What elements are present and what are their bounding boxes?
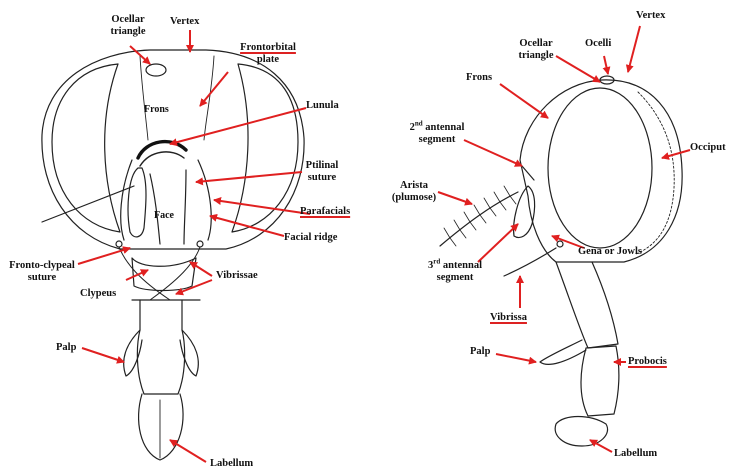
label-side-vibrissa: Vibrissa [490, 312, 527, 324]
arrow-side-ocelli [604, 56, 608, 74]
label-side-3rd-antennal-segment: 3rd antennal segment [420, 260, 490, 284]
arrow-front-labellum [170, 440, 206, 462]
front-lunula [138, 142, 186, 158]
front-clypeus [132, 258, 196, 291]
label-front-labellum: Labellum [210, 458, 253, 470]
label-front-ocellar-triangle: Ocellar triangle [92, 14, 164, 38]
arrow-front-clypeus [126, 270, 148, 280]
label-front-frontorbital-plate: Frontorbital plate [232, 42, 304, 66]
side-eye [548, 88, 652, 248]
arrow-side-palp [496, 354, 536, 362]
arrow-side-frons [500, 84, 548, 118]
label-side-ocellar-triangle: Ocellar triangle [500, 38, 572, 62]
side-antenna [514, 186, 535, 238]
label-side-frons: Frons [466, 72, 492, 84]
arrow-side-arista [438, 192, 472, 204]
label-front-ptilinal-suture: Ptilinal suture [294, 160, 350, 184]
front-right-palp [180, 330, 198, 376]
side-arista [440, 192, 518, 246]
label-side-gena-or-jowls: Gena or Jowls [578, 246, 642, 258]
side-proboscis [556, 262, 618, 348]
front-labellum [139, 394, 183, 460]
front-proboscis [137, 300, 184, 394]
label-side-ocelli: Ocelli [585, 38, 611, 50]
label-front-lunula: Lunula [306, 100, 339, 112]
side-head-outline [520, 80, 682, 262]
side-palp [540, 340, 586, 364]
side-labellum [555, 417, 607, 447]
label-side-occiput: Occiput [690, 142, 726, 154]
arrow-front-vibrissae-b [176, 280, 212, 294]
label-front-facial-ridge: Facial ridge [284, 232, 337, 244]
label-side-probocis: Probocis [628, 356, 667, 368]
arrow-side-3rd-antennal [478, 224, 518, 262]
label-front-frons: Frons [144, 104, 169, 116]
label-side-labellum: Labellum [614, 448, 657, 460]
label-front-face: Face [154, 210, 174, 222]
arrow-front-parafacials [214, 200, 310, 214]
arrow-front-facial-ridge [210, 216, 284, 236]
front-ocellar-triangle [146, 64, 166, 76]
arrow-front-frontorbital [200, 72, 228, 106]
side-vibrissa [504, 248, 556, 276]
arrow-front-fronto-clypeal [78, 248, 130, 264]
front-antenna [128, 168, 146, 237]
arrow-side-vertex [628, 26, 640, 72]
arrow-front-palp [82, 348, 124, 362]
label-front-vertex: Vertex [170, 16, 199, 28]
arrow-front-lunula [170, 108, 306, 144]
label-arrows [78, 26, 690, 462]
arrow-side-occiput [662, 150, 690, 158]
arrow-front-ptilinal [196, 172, 302, 182]
label-side-arista: Arista (plumose) [386, 180, 442, 204]
arrow-side-labellum [590, 440, 612, 452]
label-front-clypeus: Clypeus [80, 288, 116, 300]
label-front-fronto-clypeal-suture: Fronto-clypeal suture [0, 260, 84, 284]
front-left-eye [52, 64, 120, 232]
label-side-vertex: Vertex [636, 10, 665, 22]
front-left-palp [124, 330, 142, 376]
label-front-parafacials: Parafacials [300, 206, 350, 218]
label-side-2nd-antennal-segment: 2nd antennal segment [400, 122, 474, 146]
label-side-palp: Palp [470, 346, 490, 358]
label-front-vibrissae: Vibrissae [216, 270, 258, 282]
label-front-palp: Palp [56, 342, 76, 354]
front-head-view [42, 50, 304, 460]
